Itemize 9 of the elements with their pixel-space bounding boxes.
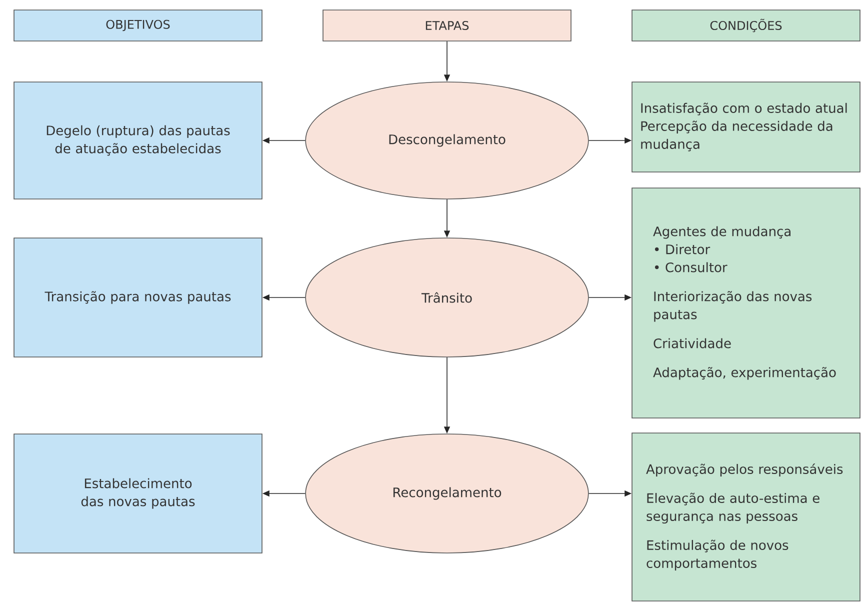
column-header: CONDIÇÕES — [632, 10, 860, 42]
condition-box: Aprovação pelos responsáveis Elevação de auto-estima e segurança nas pessoas Estimulação de novos comportamentos — [632, 432, 860, 602]
condition-box: Insatisfação com o estado atual Percepção da necessidade da mudança — [632, 82, 860, 172]
condition-box: Agentes de mudança • Diretor • Consultor Interiorização das novas pautas Criatividade Adaptação, experimentação — [632, 188, 860, 418]
objective-box: Estabelecimento das novas pautas — [14, 434, 262, 554]
column-header: OBJETIVOS — [14, 10, 262, 42]
column-header: ETAPAS — [322, 10, 572, 42]
objective-box: Transição para novas pautas — [14, 238, 262, 358]
objective-box: Degelo (ruptura) das pautas de atuação estabelecidas — [14, 82, 262, 200]
